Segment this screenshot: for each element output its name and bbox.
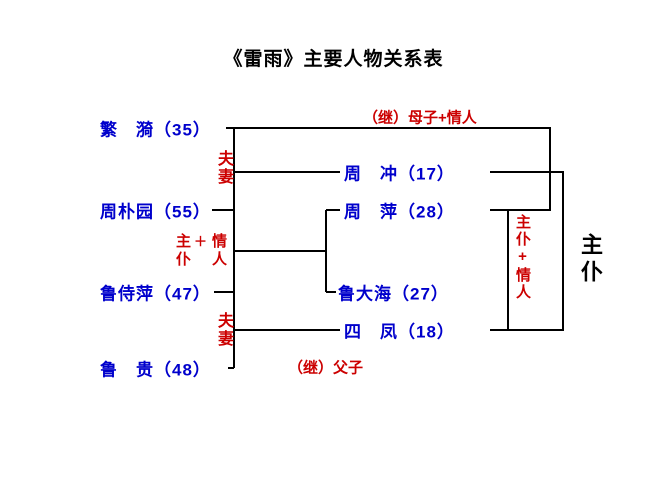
relation-step-father-son: （继）父子 <box>288 359 364 377</box>
character-si-feng: 四 凤（18） <box>344 322 455 342</box>
plus-sign: ＋ <box>194 234 208 249</box>
diagram-title: 《雷雨》主要人物关系表 <box>223 49 444 70</box>
relation-couple-top: 夫妻 <box>215 150 232 186</box>
character-fanyi: 繁 漪（35） <box>100 120 211 140</box>
edge-fanyi-zhouping <box>226 127 551 211</box>
relation-step-mother-son-lovers: （继）母子+情人 <box>363 109 477 127</box>
relation-couple-bottom: 夫妻 <box>215 312 232 348</box>
character-zhou-ping: 周 萍（28） <box>344 202 455 222</box>
relation-master-servant-col: 主仆 <box>174 233 191 269</box>
character-lu-dahai: 鲁大海（27） <box>338 284 449 304</box>
relation-master-servant-big: 主仆 <box>578 233 603 287</box>
edge-zhouchong-sifeng <box>490 171 564 331</box>
character-zhou-puyuan: 周朴园（55） <box>100 202 211 222</box>
character-zhou-chong: 周 冲（17） <box>344 164 455 184</box>
relation-lovers-col: 情人 <box>210 233 228 269</box>
relation-master-servant-lovers-right: 主仆+情人 <box>514 214 531 301</box>
character-lu-gui: 鲁 贵（48） <box>100 360 211 380</box>
relation-master-servant-lovers-left: 主仆 ＋ 情人 <box>172 233 229 269</box>
character-lu-shiping: 鲁侍萍（47） <box>100 284 211 304</box>
